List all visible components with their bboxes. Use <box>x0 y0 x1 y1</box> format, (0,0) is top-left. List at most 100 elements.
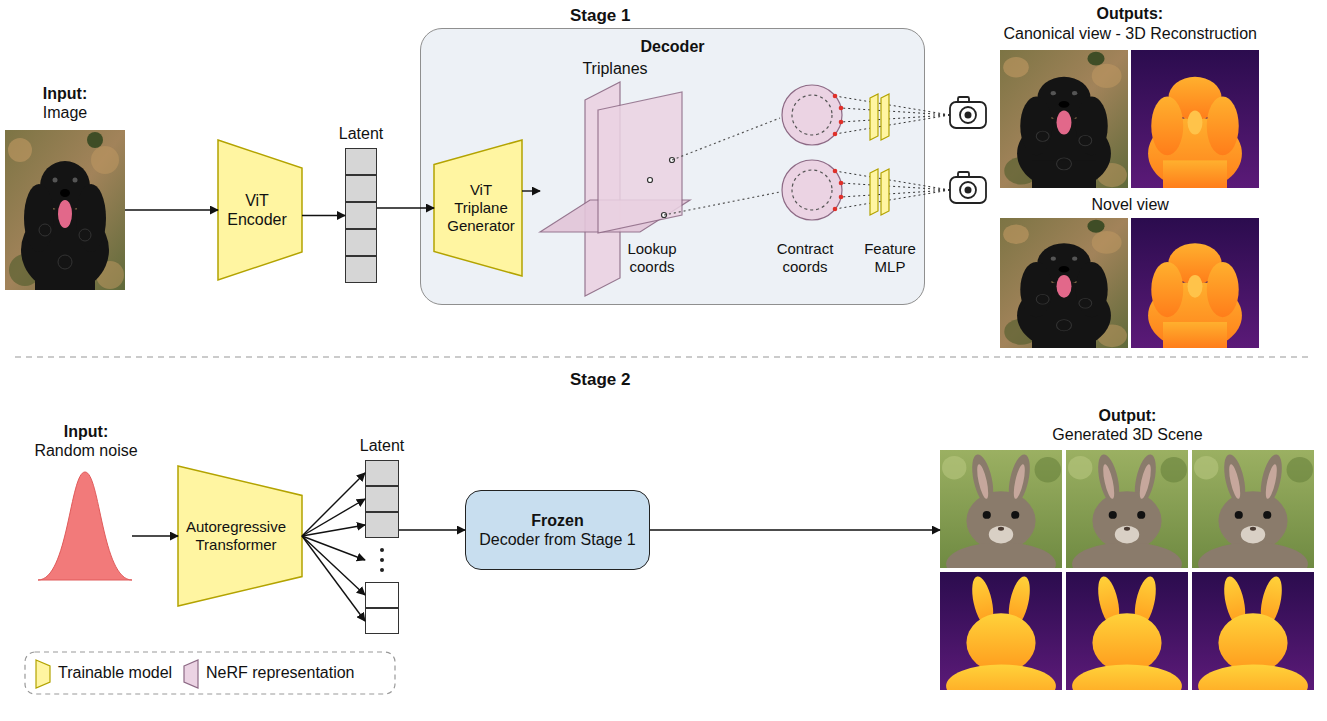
stage1-output-images <box>1000 218 1128 350</box>
trapezoid-outline <box>218 140 302 280</box>
node-label: Autoregressive Transformer <box>180 518 292 554</box>
camera-rays <box>835 96 950 209</box>
latent-stack: Latent <box>365 460 399 634</box>
feature-mlp-bars <box>870 94 889 215</box>
latent-cell <box>365 608 399 634</box>
sample-points <box>833 94 838 99</box>
triplane-illustration <box>662 213 667 218</box>
connector-line <box>302 536 365 595</box>
ellipsis-dot <box>380 568 384 572</box>
camera-rays <box>835 171 950 190</box>
node-heading: Latent <box>360 436 404 455</box>
contracted-space <box>782 85 842 220</box>
sample-points <box>839 106 844 111</box>
camera-icon <box>965 112 972 119</box>
feature-mlp-bars <box>881 169 889 215</box>
camera-rays <box>841 190 950 197</box>
heading-group: Latent <box>360 436 404 455</box>
latent-cell <box>345 229 377 256</box>
connector-line <box>302 473 365 536</box>
output-caption: Novel view <box>1092 195 1169 214</box>
camera-icon <box>958 97 969 103</box>
generated-scene-images <box>1066 572 1188 708</box>
label-box: Lookup coords <box>616 240 688 276</box>
legend-frame <box>25 652 395 694</box>
node-label: Frozen <box>479 511 636 530</box>
camera-rays <box>835 96 950 115</box>
heading-group: Input:Random noise <box>34 422 137 460</box>
sample-points <box>833 169 838 174</box>
part-label: Feature MLP <box>859 240 921 276</box>
generated-scene-images <box>1066 450 1188 586</box>
triplane-illustration <box>540 82 690 296</box>
encoder-trapezoid: ViT Encoder <box>218 140 302 280</box>
connector-line <box>132 535 178 536</box>
connector-line <box>302 215 345 216</box>
lookup-rays <box>664 192 780 215</box>
legend-swatch-nerf <box>184 660 198 688</box>
feature-mlp-bars <box>870 169 878 215</box>
connector-line <box>302 525 365 536</box>
camera-rays <box>841 115 950 122</box>
arrow-connector <box>132 536 178 537</box>
arrow-connector <box>302 473 365 621</box>
sample-points <box>833 132 838 137</box>
triplane-illustration <box>585 82 620 296</box>
panel-title-text: Decoder <box>421 37 924 56</box>
feature-mlp-bars <box>881 94 889 140</box>
stage-separator <box>15 356 1312 358</box>
latent-cell <box>345 256 377 283</box>
camera-icon <box>960 107 976 123</box>
connector-line <box>302 499 365 536</box>
sample-points <box>833 94 844 212</box>
gaussian-curve <box>38 472 132 580</box>
text-wrap: Autoregressive Transformer <box>180 518 292 554</box>
latent-cell <box>345 202 377 229</box>
node-label: ViT Encoder <box>222 191 292 229</box>
text-wrap: FrozenDecoder from Stage 1 <box>479 511 636 549</box>
camera-icon <box>965 187 972 194</box>
latent-cell <box>345 148 377 175</box>
generated-scene-images <box>940 450 1314 708</box>
legend-text: Trainable model <box>58 663 172 682</box>
triplane-illustration <box>648 178 653 183</box>
ellipsis-cell <box>365 538 399 582</box>
latent-cell <box>365 512 399 538</box>
node-heading: Output: <box>1052 406 1202 425</box>
stage1-output-images <box>1000 50 1128 190</box>
text-wrap: ViT Encoder <box>222 191 292 229</box>
connector-line <box>302 536 365 560</box>
label-box: Canonical view - 3D Reconstruction <box>1004 24 1257 43</box>
camera-rays <box>835 190 950 209</box>
camera-rays <box>835 115 950 134</box>
arrow-connector <box>650 530 940 531</box>
ellipsis-dot <box>380 558 384 562</box>
node-heading: Input: <box>34 422 137 441</box>
image-input: Input:Image <box>5 130 125 290</box>
node-heading: Triplanes <box>582 59 647 78</box>
lookup-rays <box>672 118 780 160</box>
sample-points <box>833 207 838 212</box>
camera-icon <box>950 102 986 128</box>
noise-input: Input:Random noise <box>40 470 132 582</box>
contracted-space <box>782 85 842 145</box>
generated-scene-images <box>940 572 1062 708</box>
label-box: Stage 2 <box>570 370 630 390</box>
contracted-space <box>792 95 832 135</box>
label-box: Novel view <box>1092 195 1169 214</box>
node-heading: Image <box>43 103 87 122</box>
camera-icon <box>960 182 976 198</box>
generator-trapezoid: ViT Triplane Generator <box>434 140 522 276</box>
camera-icon <box>958 172 969 178</box>
sample-points <box>839 195 844 200</box>
arrow-connector <box>522 191 540 192</box>
contracted-space <box>792 170 832 210</box>
sample-points <box>839 120 844 125</box>
sample-points <box>839 181 844 186</box>
node-heading: Input: <box>43 84 87 103</box>
part-label: Lookup coords <box>616 240 688 276</box>
triplane-illustration <box>598 92 682 233</box>
label-box: Contract coords <box>769 240 841 276</box>
connector-line <box>522 190 540 191</box>
